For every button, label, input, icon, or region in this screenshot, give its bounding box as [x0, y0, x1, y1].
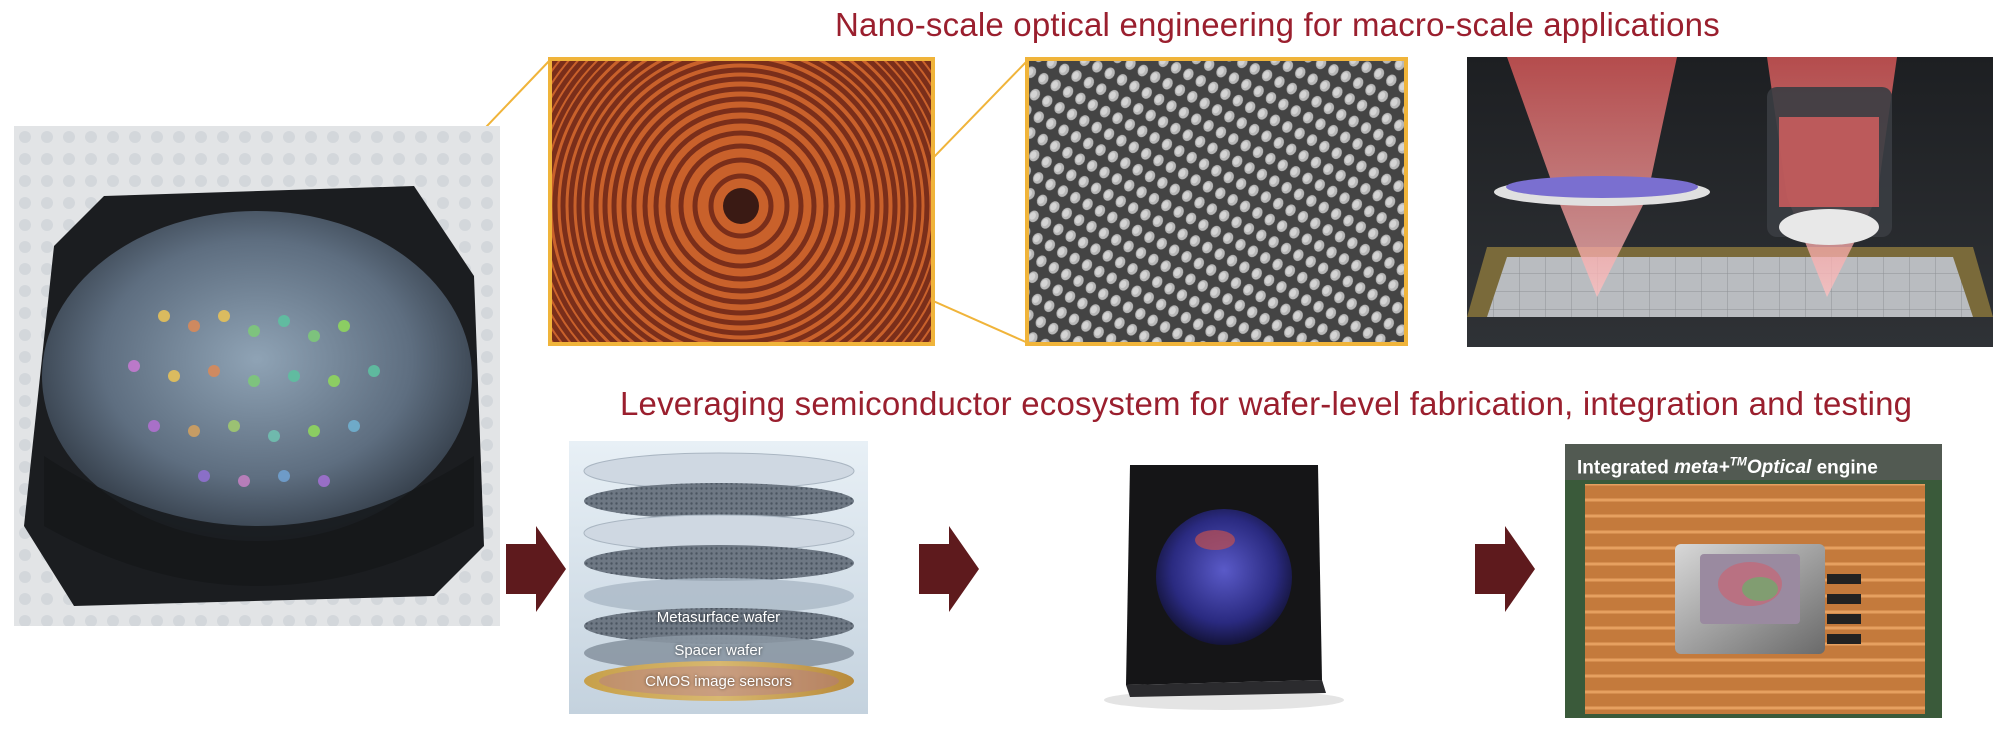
optical-engine-photo: Integrated meta+TMOptical engine	[1565, 444, 1942, 718]
heading-nano-scale: Nano-scale optical engineering for macro…	[835, 6, 1720, 43]
metasurface-wafer-label: Metasurface wafer	[656, 609, 781, 626]
optical-engine-caption: Integrated meta+TMOptical engine	[1565, 444, 1942, 480]
wafer-stack-diagram: Metasurface wafer Spacer wafer CMOS imag…	[569, 441, 868, 714]
zone-plate-image	[548, 57, 935, 346]
wafer-photo	[14, 126, 500, 626]
sem-pillar-image	[1025, 57, 1408, 346]
packaged-chip-photo	[1090, 445, 1358, 714]
spacer-wafer-label: Spacer wafer	[674, 642, 763, 659]
heading-semiconductor-ecosystem: Leveraging semiconductor ecosystem for w…	[620, 385, 1913, 422]
lens-render	[1467, 57, 1993, 347]
cmos-sensors-label: CMOS image sensors	[645, 673, 792, 690]
right-arrow-icon	[919, 526, 979, 612]
right-arrow-icon	[1475, 526, 1535, 612]
right-arrow-icon	[506, 526, 566, 612]
